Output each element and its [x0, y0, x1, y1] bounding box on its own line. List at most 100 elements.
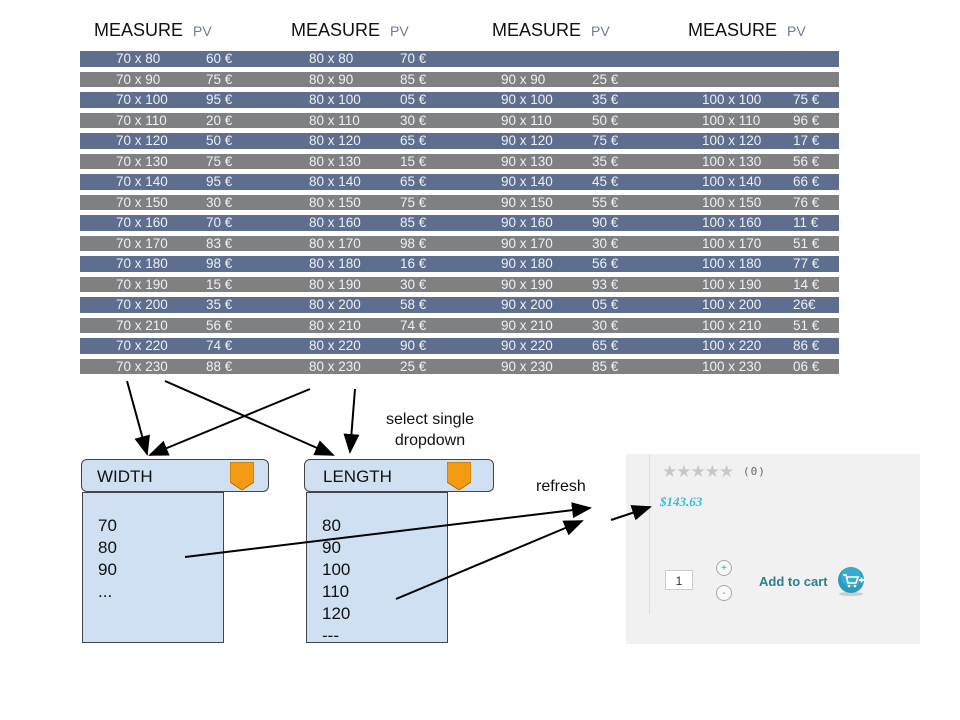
- length-dropdown[interactable]: LENGTH: [304, 459, 494, 492]
- rating-stars-icon[interactable]: ★★★★★: [662, 462, 734, 481]
- price-cell: 85 €: [592, 358, 619, 374]
- arrow: [343, 388, 360, 454]
- measure-cell: 90 x 220: [501, 338, 553, 353]
- price-cell: 98 €: [400, 235, 427, 251]
- dropdown-option[interactable]: ...: [98, 582, 113, 601]
- cart-plus-icon[interactable]: [836, 566, 866, 596]
- measure-cell: 90 x 100: [501, 92, 553, 107]
- refresh-note: refresh: [536, 478, 586, 495]
- dropdown-option[interactable]: 90: [98, 560, 117, 579]
- price-cell: 06 €: [793, 358, 820, 374]
- pv-header: PV: [193, 23, 212, 39]
- price-cell: 35 €: [206, 297, 233, 312]
- price-cell: 30 €: [592, 317, 619, 333]
- price-cell: 90 €: [400, 338, 427, 353]
- measure-cell: 70 x 80: [116, 51, 161, 66]
- measure-cell: 70 x 150: [116, 194, 168, 210]
- width-dropdown[interactable]: WIDTH: [81, 459, 269, 492]
- decrease-quantity-button[interactable]: -: [716, 585, 732, 601]
- price-cell: 88 €: [206, 358, 233, 374]
- measure-cell: 80 x 90: [309, 71, 354, 87]
- price-cell: 96 €: [793, 112, 820, 128]
- price-cell: 75 €: [400, 194, 427, 210]
- add-to-cart-button[interactable]: Add to cart: [759, 574, 828, 589]
- measure-cell: 100 x 110: [702, 112, 761, 128]
- price-cell: 56 €: [592, 256, 619, 271]
- measure-cell: 90 x 200: [501, 297, 553, 312]
- price-cell: 77 €: [793, 256, 820, 271]
- price-cell: 35 €: [592, 153, 619, 169]
- measure-cell: 80 x 190: [309, 276, 361, 292]
- arrow: [126, 380, 150, 456]
- measure-cell: 90 x 190: [501, 276, 553, 292]
- price-cell: 65 €: [400, 174, 427, 189]
- quantity-input[interactable]: 1: [665, 570, 693, 590]
- measure-cell: 90 x 210: [501, 317, 553, 333]
- measure-cell: 90 x 120: [501, 133, 553, 148]
- measure-header: MEASURE: [492, 20, 582, 40]
- dropdown-option[interactable]: 120: [322, 604, 351, 623]
- measure-cell: 100 x 220: [702, 338, 762, 353]
- dropdown-option[interactable]: 80: [98, 538, 117, 557]
- measure-header: MEASURE: [291, 20, 381, 40]
- length-options-list: 80 90 100 110 120 ---: [306, 492, 448, 645]
- price-cell: 85 €: [400, 71, 427, 87]
- dropdown-option[interactable]: 110: [322, 582, 350, 601]
- dropdown-arrow-icon[interactable]: [447, 462, 471, 490]
- measure-cell: 80 x 220: [309, 338, 361, 353]
- width-options-list: 70 80 90...: [82, 492, 224, 643]
- price-cell: 93 €: [592, 276, 619, 292]
- measure-cell: 80 x 100: [309, 92, 361, 107]
- dropdown-option[interactable]: 90: [322, 538, 341, 557]
- price-cell: 86 €: [793, 338, 820, 353]
- measure-cell: 90 x 110: [501, 112, 552, 128]
- measure-cell: 100 x 230: [702, 358, 762, 374]
- measure-cell: 70 x 180: [116, 256, 168, 271]
- price-cell: 95 €: [206, 174, 233, 189]
- dropdown-option[interactable]: ---: [322, 626, 339, 645]
- price-cell: 30 €: [400, 112, 427, 128]
- price-cell: 50 €: [206, 133, 233, 148]
- price-cell: 74 €: [206, 338, 233, 353]
- measure-cell: 70 x 170: [116, 235, 168, 251]
- price-cell: 20 €: [206, 112, 233, 128]
- measure-cell: 70 x 190: [116, 276, 168, 292]
- price-cell: 30 €: [592, 235, 619, 251]
- dropdown-arrow-icon[interactable]: [230, 462, 254, 490]
- dropdown-option[interactable]: 70: [98, 516, 117, 535]
- measure-cell: 70 x 90: [116, 71, 161, 87]
- price-cell: 25 €: [592, 71, 619, 87]
- price-cell: 75 €: [793, 92, 820, 107]
- arrow: [164, 380, 335, 456]
- price-cell: 16 €: [400, 256, 427, 271]
- measure-cell: 90 x 160: [501, 215, 553, 230]
- pv-header: PV: [390, 23, 409, 39]
- price-cell: 05 €: [592, 297, 619, 312]
- increase-quantity-button[interactable]: +: [716, 560, 732, 576]
- price-cell: 15 €: [400, 153, 427, 169]
- price-cell: 66 €: [793, 174, 820, 189]
- price-cell: 35 €: [592, 92, 619, 107]
- dropdown-option[interactable]: 100: [322, 560, 351, 579]
- measure-cell: 90 x 140: [501, 174, 553, 189]
- price-cell: 70 €: [400, 51, 427, 66]
- column-header-2: MEASURE PV: [291, 20, 409, 41]
- measure-cell: 90 x 150: [501, 194, 553, 210]
- measure-cell: 80 x 80: [309, 51, 354, 66]
- price-cell: 98 €: [206, 256, 233, 271]
- price-cell: 26€: [793, 297, 816, 312]
- dropdown-option[interactable]: 80: [322, 516, 341, 535]
- measure-cell: 80 x 150: [309, 194, 361, 210]
- measure-cell: 80 x 140: [309, 174, 361, 189]
- price-cell: 58 €: [400, 297, 427, 312]
